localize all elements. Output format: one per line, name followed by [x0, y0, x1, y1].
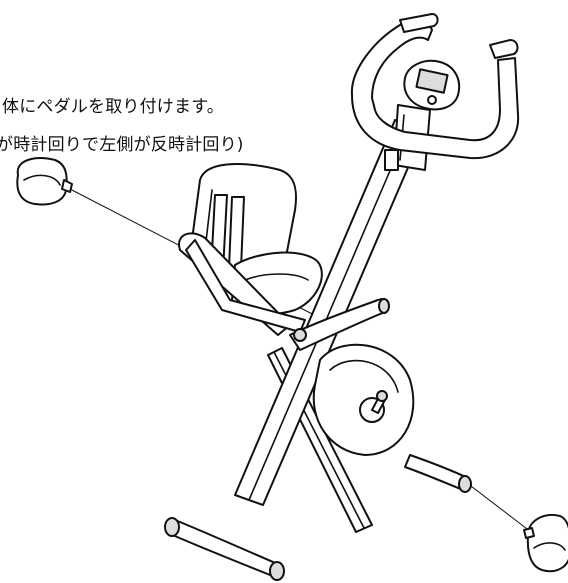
front-stabilizer: [164, 517, 285, 581]
flywheel-housing: [312, 343, 415, 456]
instruction-line-2: が時計回りで左側が反時計回り): [0, 135, 244, 155]
right-pedal: [523, 514, 568, 573]
rear-stabilizer: [404, 454, 472, 493]
side-handle-bar: [289, 298, 390, 351]
seat-frame: [178, 232, 306, 336]
handlebar: [350, 13, 520, 160]
console-display: [403, 59, 460, 111]
left-pedal: [16, 157, 73, 206]
instruction-line-1: 体にペダルを取り付けます。: [2, 97, 224, 117]
crank-pivot: [293, 328, 307, 342]
